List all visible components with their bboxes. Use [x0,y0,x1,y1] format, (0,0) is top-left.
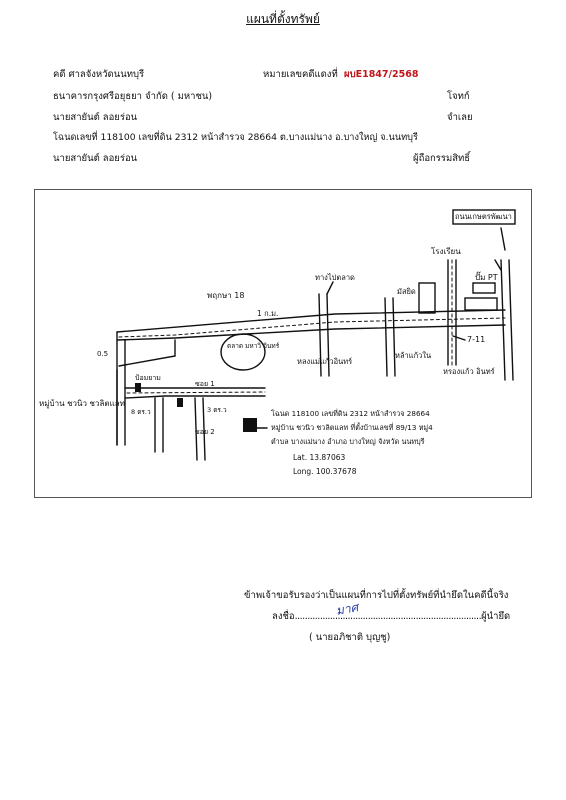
label-market-circle: ตลาด มหาวิ อินทร์ [227,342,280,350]
certify-text: ข้าพเจ้าขอรับรองว่าเป็นแผนที่การไปที่ตั้… [244,590,509,601]
defendant-name: นายสายันต์ ลอยร่อน [53,112,138,123]
main-road-top-edge [116,309,506,333]
label-school: โรงเรียน [431,246,461,256]
case-number-value: ผบE1847/2568 [344,69,419,80]
pt-station-canopy [472,282,496,294]
village-road-b1 [194,397,198,461]
top-right-building [452,209,516,225]
note-long: Long. 100.37678 [293,467,357,476]
note-line-2: หมู่บ้าน ชวนิว ชวลิตแลท ที่ตั้งบ้านเลขที… [271,422,433,432]
gate-marker-b [177,398,183,407]
label-pt-station: ปั๊ม PT [475,271,498,282]
station-arrow [494,259,502,271]
label-plot: ซอย 2 [195,428,215,436]
owner-role: ผู้ถือกรรมสิทธิ์ [413,153,471,164]
school-building [418,282,436,314]
side-road-a2 [326,293,330,377]
label-top-right-building: ถนนเกษตรพัฒนา [455,212,512,221]
label-dim-a: 8 ตร.ว [131,408,151,416]
label-dim-left: 0.5 [97,350,108,358]
location-map: ถนนเกษตรพัฒนา โรงเรียน ปั๊ม PT พฤกษา 18 … [34,189,532,498]
label-seven-eleven: 7-11 [467,335,485,344]
main-road-centerline [118,317,506,338]
gate-marker-a [135,383,141,392]
label-village-office: ป้อมยาม [135,374,161,382]
handwritten-signature: มาศ [334,600,360,618]
note-lat: Lat. 13.87063 [293,453,345,462]
deed-line: โฉนดเลขที่ 118100 เลขที่ดิน 2312 หน้าสำร… [53,132,418,143]
sign-line: ลงชื่อ..................................… [272,609,510,624]
lower-road-bottom [124,395,266,399]
label-bottom-right: หรองแก้ว อินทร์ [443,367,495,376]
note-line-1: โฉนด 118100 เลขที่ดิน 2312 หน้าสำรวจ 286… [271,409,430,418]
far-right-road-a [500,259,506,381]
sign-prefix: ลงชื่อ [272,611,295,622]
court-line: คดี ศาลจังหวัดนนทบุรี [53,69,145,80]
page-title: แผนที่ตั้งทรัพย์ [246,12,320,26]
note-line-3: ตำบล บางแม่นาง อำเภอ บางใหญ่ จังหวัด นนท… [271,437,425,446]
side-road-a1 [318,293,322,377]
label-village: หมู่บ้าน ชวนิว ชวลิตแลท [39,399,125,409]
label-road-top: พฤกษา 18 [207,291,244,300]
case-number-label: หมายเลขคดีแดงที่ [263,69,338,80]
map-sketch: ถนนเกษตรพัฒนา โรงเรียน ปั๊ม PT พฤกษา 18 … [39,209,516,476]
label-mosque: มัสยิด [397,287,416,296]
sign-role: ผู้นำยึด [481,611,511,622]
lower-road-center [126,391,266,394]
plaintiff-name: ธนาคารกรุงศรีอยุธยา จำกัด ( มหาชน) [53,91,213,102]
defendant-role: จำเลย [447,112,473,123]
bridge-arrow [326,281,334,295]
label-bridge: ทางไปตลาด [315,273,355,282]
market-circle [220,333,266,371]
plaintiff-role: โจทก์ [447,91,470,102]
target-plot-marker [243,418,257,432]
junction-link [118,339,176,367]
label-distance-top: 1 ก.ม. [257,309,278,318]
side-road-b2 [392,297,396,377]
main-road-bottom-edge [116,324,506,341]
top-arrow [500,227,506,251]
owner-name: นายสายันต์ ลอยร่อน [53,153,138,164]
label-right-road: หล้าแก้วใน [395,351,431,360]
label-center-road: หลงแม่แก้วอินทร์ [297,357,352,366]
pt-station-box [464,297,498,311]
seven-eleven-arrow [452,335,466,341]
label-dim-b: 3 ตร.ว [207,406,227,414]
signer-name: ( นายอภิชาติ บุญชู) [309,632,391,643]
village-road-b2 [202,397,206,461]
sign-dots: ........................................… [294,611,482,622]
side-road-b1 [384,297,388,377]
far-right-road-b [508,259,514,381]
label-gate: ซอย 1 [195,380,215,388]
